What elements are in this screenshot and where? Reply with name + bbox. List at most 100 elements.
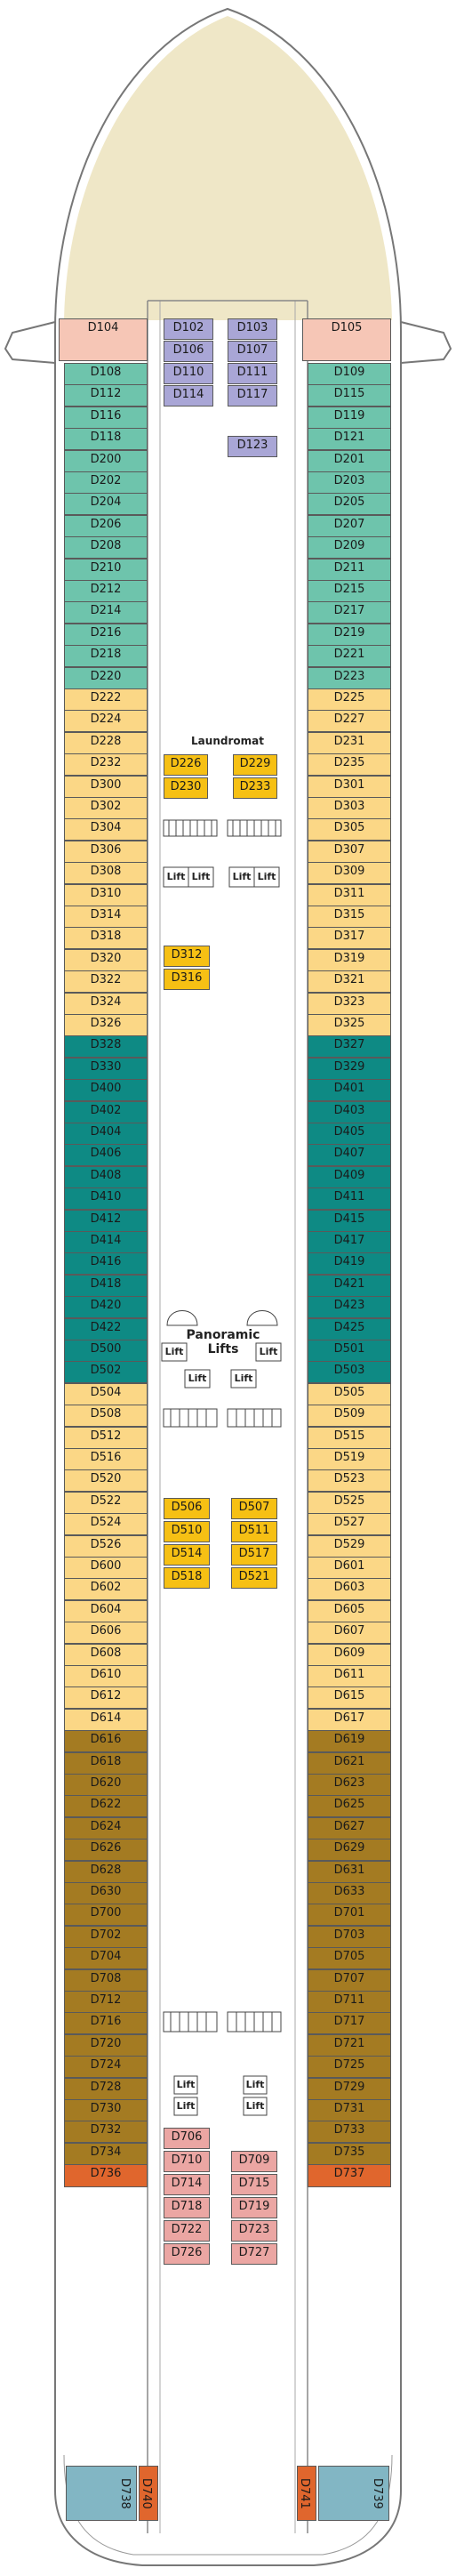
cabin-d718[interactable]: D718 <box>164 2197 210 2218</box>
cabin-d207[interactable]: D207 <box>308 515 391 537</box>
cabin-d223[interactable]: D223 <box>308 667 391 689</box>
cabin-d524[interactable]: D524 <box>64 1513 148 1535</box>
cabin-d700[interactable]: D700 <box>64 1904 148 1926</box>
cabin-d227[interactable]: D227 <box>308 710 391 732</box>
cabin-d307[interactable]: D307 <box>308 841 391 863</box>
cabin-d222[interactable]: D222 <box>64 688 148 711</box>
cabin-d736[interactable]: D736 <box>64 2164 148 2187</box>
cabin-d329[interactable]: D329 <box>308 1058 391 1080</box>
cabin-d221[interactable]: D221 <box>308 645 391 667</box>
cabin-d519[interactable]: D519 <box>308 1448 391 1470</box>
cabin-d602[interactable]: D602 <box>64 1578 148 1600</box>
cabin-d114[interactable]: D114 <box>164 385 213 407</box>
cabin-d705[interactable]: D705 <box>308 1947 391 1969</box>
cabin-d628[interactable]: D628 <box>64 1861 148 1883</box>
cabin-d224[interactable]: D224 <box>64 710 148 732</box>
cabin-d403[interactable]: D403 <box>308 1101 391 1123</box>
cabin-d302[interactable]: D302 <box>64 797 148 819</box>
cabin-d401[interactable]: D401 <box>308 1079 391 1101</box>
cabin-d321[interactable]: D321 <box>308 970 391 993</box>
cabin-d311[interactable]: D311 <box>308 884 391 906</box>
cabin-d111[interactable]: D111 <box>228 363 277 384</box>
cabin-d523[interactable]: D523 <box>308 1469 391 1492</box>
cabin-d526[interactable]: D526 <box>64 1535 148 1558</box>
cabin-d710[interactable]: D710 <box>164 2151 210 2172</box>
cabin-d112[interactable]: D112 <box>64 384 148 407</box>
cabin-d319[interactable]: D319 <box>308 949 391 971</box>
cabin-d732[interactable]: D732 <box>64 2121 148 2143</box>
cabin-d412[interactable]: D412 <box>64 1210 148 1232</box>
cabin-d503[interactable]: D503 <box>308 1361 391 1383</box>
cabin-d712[interactable]: D712 <box>64 1991 148 2013</box>
cabin-d229[interactable]: D229 <box>233 754 277 776</box>
cabin-d619[interactable]: D619 <box>308 1730 391 1752</box>
cabin-d420[interactable]: D420 <box>64 1296 148 1318</box>
cabin-d105[interactable]: D105 <box>302 318 391 361</box>
cabin-d218[interactable]: D218 <box>64 645 148 667</box>
cabin-d731[interactable]: D731 <box>308 2099 391 2121</box>
cabin-d739[interactable]: D739 <box>318 2466 389 2521</box>
cabin-d205[interactable]: D205 <box>308 493 391 515</box>
cabin-d501[interactable]: D501 <box>308 1340 391 1362</box>
cabin-d230[interactable]: D230 <box>164 777 208 799</box>
cabin-d210[interactable]: D210 <box>64 559 148 581</box>
cabin-d723[interactable]: D723 <box>231 2220 277 2242</box>
cabin-d701[interactable]: D701 <box>308 1904 391 1926</box>
cabin-d709[interactable]: D709 <box>231 2151 277 2172</box>
cabin-d400[interactable]: D400 <box>64 1079 148 1101</box>
cabin-d103[interactable]: D103 <box>228 318 277 340</box>
cabin-d327[interactable]: D327 <box>308 1035 391 1058</box>
cabin-d416[interactable]: D416 <box>64 1252 148 1275</box>
cabin-d617[interactable]: D617 <box>308 1709 391 1731</box>
cabin-d317[interactable]: D317 <box>308 927 391 949</box>
cabin-d711[interactable]: D711 <box>308 1991 391 2013</box>
cabin-d309[interactable]: D309 <box>308 862 391 884</box>
cabin-d716[interactable]: D716 <box>64 2012 148 2034</box>
cabin-d624[interactable]: D624 <box>64 1817 148 1839</box>
cabin-d104[interactable]: D104 <box>59 318 148 361</box>
cabin-d502[interactable]: D502 <box>64 1361 148 1383</box>
cabin-d623[interactable]: D623 <box>308 1774 391 1796</box>
cabin-d606[interactable]: D606 <box>64 1622 148 1644</box>
cabin-d108[interactable]: D108 <box>64 363 148 385</box>
cabin-d505[interactable]: D505 <box>308 1383 391 1405</box>
cabin-d305[interactable]: D305 <box>308 818 391 841</box>
cabin-d741[interactable]: D741 <box>297 2466 316 2521</box>
cabin-d328[interactable]: D328 <box>64 1035 148 1058</box>
cabin-d520[interactable]: D520 <box>64 1469 148 1492</box>
cabin-d315[interactable]: D315 <box>308 906 391 928</box>
cabin-d115[interactable]: D115 <box>308 384 391 407</box>
cabin-d304[interactable]: D304 <box>64 818 148 841</box>
cabin-d514[interactable]: D514 <box>164 1544 210 1566</box>
cabin-d616[interactable]: D616 <box>64 1730 148 1752</box>
cabin-d704[interactable]: D704 <box>64 1947 148 1969</box>
cabin-d527[interactable]: D527 <box>308 1513 391 1535</box>
cabin-d325[interactable]: D325 <box>308 1014 391 1036</box>
cabin-d121[interactable]: D121 <box>308 428 391 450</box>
cabin-d211[interactable]: D211 <box>308 559 391 581</box>
cabin-d703[interactable]: D703 <box>308 1926 391 1948</box>
cabin-d235[interactable]: D235 <box>308 753 391 776</box>
cabin-d117[interactable]: D117 <box>228 385 277 407</box>
cabin-d225[interactable]: D225 <box>308 688 391 711</box>
cabin-d308[interactable]: D308 <box>64 862 148 884</box>
cabin-d601[interactable]: D601 <box>308 1557 391 1579</box>
cabin-d423[interactable]: D423 <box>308 1296 391 1318</box>
cabin-d233[interactable]: D233 <box>233 777 277 799</box>
cabin-d110[interactable]: D110 <box>164 363 213 384</box>
cabin-d118[interactable]: D118 <box>64 428 148 450</box>
cabin-d228[interactable]: D228 <box>64 732 148 754</box>
cabin-d509[interactable]: D509 <box>308 1405 391 1427</box>
cabin-d521[interactable]: D521 <box>231 1567 277 1589</box>
cabin-d107[interactable]: D107 <box>228 341 277 362</box>
cabin-d410[interactable]: D410 <box>64 1187 148 1210</box>
cabin-d320[interactable]: D320 <box>64 949 148 971</box>
cabin-d318[interactable]: D318 <box>64 927 148 949</box>
cabin-d631[interactable]: D631 <box>308 1861 391 1883</box>
cabin-d608[interactable]: D608 <box>64 1644 148 1666</box>
cabin-d737[interactable]: D737 <box>308 2164 391 2187</box>
cabin-d312[interactable]: D312 <box>164 946 210 967</box>
cabin-d417[interactable]: D417 <box>308 1231 391 1253</box>
cabin-d208[interactable]: D208 <box>64 536 148 559</box>
cabin-d607[interactable]: D607 <box>308 1622 391 1644</box>
